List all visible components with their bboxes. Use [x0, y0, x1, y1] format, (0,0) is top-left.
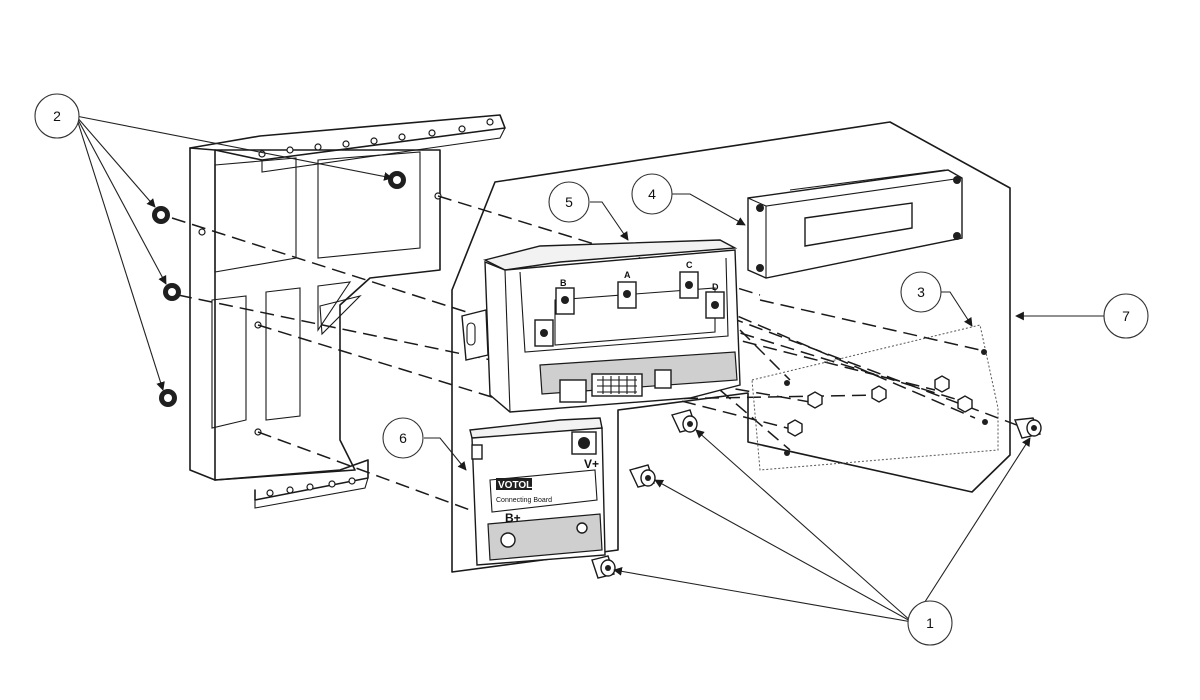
terminal-d-label: D	[712, 282, 719, 292]
vplus-label: V+	[584, 457, 599, 471]
connecting-board-module: VOTOL Connecting Board V+ B+	[469, 417, 606, 566]
screw-1d	[1014, 417, 1042, 439]
callout-1-label: 1	[926, 615, 934, 631]
screw-1b	[629, 464, 656, 488]
callout-7: 7	[1103, 293, 1149, 339]
terminal-c-label: C	[686, 260, 693, 270]
screw-1a	[671, 409, 698, 433]
callout-2: 2	[34, 93, 80, 139]
nuts	[152, 171, 406, 407]
screws	[591, 409, 1042, 579]
callout-7-label: 7	[1122, 308, 1130, 324]
terminal-a-label: A	[624, 270, 631, 280]
callout-3-label: 3	[917, 284, 925, 300]
mounting-bracket	[189, 114, 506, 509]
motor-controller: B A C D	[461, 239, 741, 413]
callout-4: 4	[631, 173, 673, 215]
terminal-b-label: B	[560, 278, 567, 288]
callout-5: 5	[548, 181, 590, 223]
module-logo: VOTOL	[498, 480, 532, 491]
display-cover	[747, 169, 963, 279]
terminal-posts: B A C D	[534, 260, 725, 347]
callout-3: 3	[900, 271, 942, 313]
callout-2-label: 2	[53, 108, 61, 124]
callout-4-label: 4	[648, 186, 656, 202]
module-subtitle: Connecting Board	[496, 497, 552, 504]
callout-5-label: 5	[565, 194, 573, 210]
callout-6: 6	[382, 417, 424, 459]
screw-1c	[591, 555, 616, 579]
hardware-region	[751, 324, 999, 471]
callout-1: 1	[907, 600, 953, 646]
callout-6-label: 6	[399, 430, 407, 446]
leader-lines	[75, 115, 1104, 623]
